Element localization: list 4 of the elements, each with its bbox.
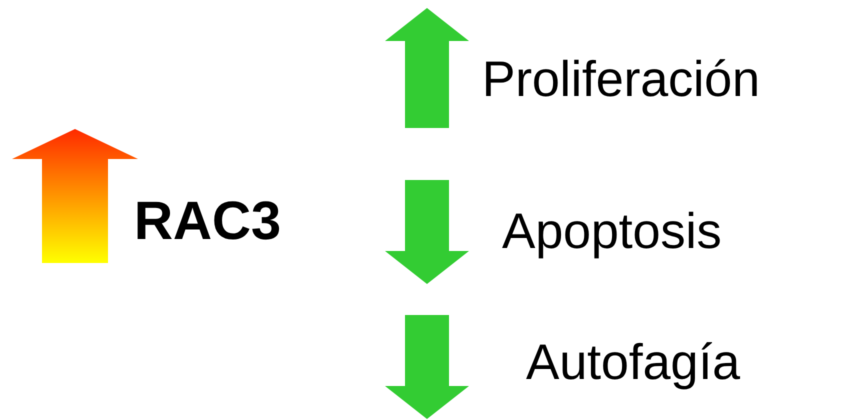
process-label: Apoptosis	[502, 206, 722, 256]
gene-label: RAC3	[134, 194, 282, 248]
process-label: Proliferación	[482, 54, 760, 104]
process-label: Autofagía	[526, 337, 740, 387]
